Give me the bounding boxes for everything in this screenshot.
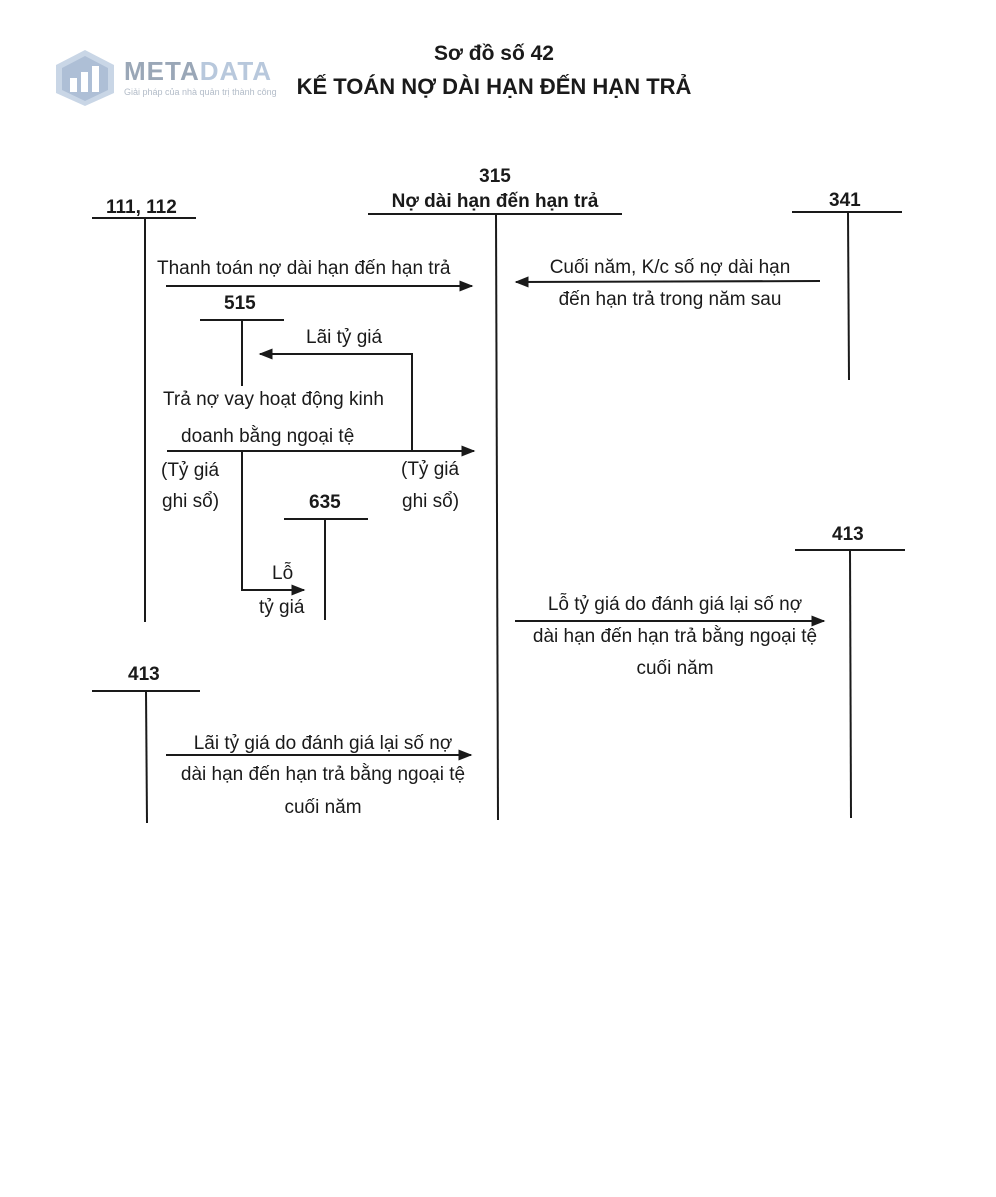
label-reval-gain-1: Lãi tỷ giá do đánh giá lại số nợ	[193, 733, 453, 754]
label-foreign-pay-line2: doanh bằng ngoại tệ	[181, 426, 355, 447]
t-account-413-left-stem	[145, 690, 148, 824]
label-book-rate-left-2: ghi sổ)	[162, 491, 220, 512]
watermark-name: METADATA	[124, 56, 273, 86]
account-341-label: 341	[829, 190, 861, 211]
label-fx-loss-2: tỷ giá	[259, 597, 305, 618]
t-account-315-stem	[495, 213, 499, 821]
label-reval-loss-2: dài hạn đến hạn trả bằng ngoại tệ	[532, 626, 818, 647]
account-635-label: 635	[309, 492, 341, 513]
arrow-fx-gain	[258, 348, 413, 451]
account-413-right-label: 413	[832, 524, 864, 545]
arrow-fx-loss	[241, 451, 306, 596]
label-payment: Thanh toán nợ dài hạn đến hạn trả	[157, 258, 451, 279]
account-413-left-label: 413	[128, 664, 160, 685]
t-account-413-right-stem	[849, 549, 852, 819]
account-111-112-label: 111, 112	[106, 197, 177, 218]
account-515-label: 515	[224, 293, 256, 314]
label-reval-loss-1: Lỗ tỷ giá do đánh giá lại số nợ	[547, 594, 803, 615]
diagram-title: KẾ TOÁN NỢ DÀI HẠN ĐẾN HẠN TRẢ	[296, 74, 692, 99]
label-fx-loss-1: Lỗ	[272, 563, 294, 584]
diagram-subtitle: Sơ đồ số 42	[434, 42, 554, 65]
label-reval-loss-3: cuối năm	[636, 658, 714, 679]
account-315-name: Nợ dài hạn đến hạn trả	[391, 191, 599, 212]
label-foreign-pay-line1: Trả nợ vay hoạt động kinh	[163, 389, 384, 410]
label-transfer-line2: đến hạn trả trong năm sau	[558, 289, 782, 310]
t-account-341-stem	[847, 211, 850, 381]
account-315-code: 315	[479, 166, 511, 187]
label-book-rate-right-1: (Tỷ giá	[401, 459, 460, 480]
label-reval-gain-2: dài hạn đến hạn trả bằng ngoại tệ	[180, 764, 466, 785]
watermark-logo-icon	[56, 50, 114, 106]
label-reval-gain-3: cuối năm	[284, 797, 362, 818]
label-book-rate-left-1: (Tỷ giá	[161, 460, 220, 481]
label-fx-gain: Lãi tỷ giá	[306, 327, 383, 348]
arrow-transfer-341	[514, 276, 821, 288]
label-book-rate-right-2: ghi sổ)	[402, 491, 460, 512]
watermark-tagline: Giải pháp của nhà quản trị thành công	[124, 87, 277, 97]
label-transfer-line1: Cuối năm, K/c số nợ dài hạn	[549, 257, 791, 278]
